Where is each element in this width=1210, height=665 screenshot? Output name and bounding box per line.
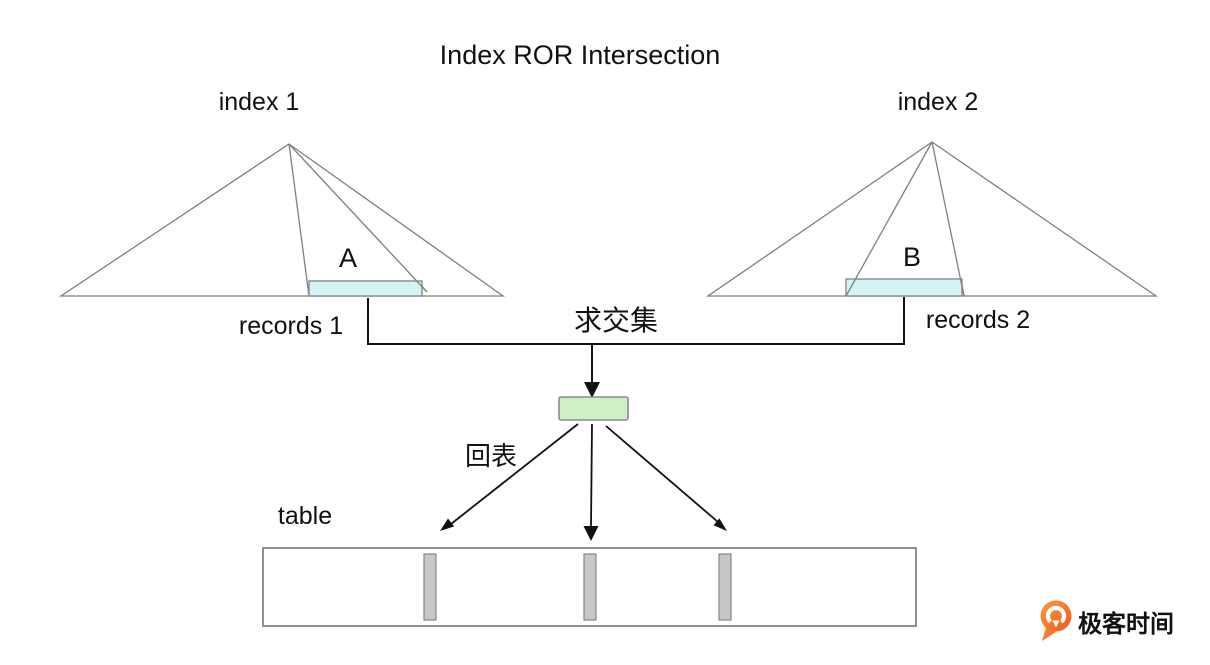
index2-inner-right-line bbox=[931, 141, 965, 297]
lookup-arrow-middle-head bbox=[583, 526, 599, 541]
index1-range-notch bbox=[416, 280, 428, 293]
lookup-arrow-right-line bbox=[605, 425, 719, 523]
table-row-hit-3 bbox=[718, 553, 732, 621]
index1-records-label: records 1 bbox=[239, 312, 343, 340]
index1-triangle bbox=[58, 143, 506, 297]
geektime-logo-g-arrow bbox=[1052, 620, 1060, 628]
index1-tree: index 1 A records 1 bbox=[58, 88, 506, 340]
index2-range-notch-right bbox=[959, 278, 965, 297]
index2-range-notch-left bbox=[845, 278, 857, 297]
geektime-logo-icon-circle bbox=[1040, 600, 1072, 632]
geektime-logo-text: 极客时间 bbox=[1078, 610, 1174, 638]
back-to-table-label: 回表 bbox=[465, 441, 517, 471]
table-section: table bbox=[262, 502, 917, 627]
lookup-arrow-left-head bbox=[440, 518, 455, 531]
index1-label: index 1 bbox=[219, 88, 300, 116]
lookup-arrow-middle-line bbox=[590, 423, 593, 528]
lookup-arrow-right-head bbox=[713, 518, 727, 531]
intersect-label: 求交集 bbox=[574, 305, 658, 336]
merge-down-arrow-head bbox=[584, 382, 600, 398]
intersection-connector: 求交集 bbox=[367, 297, 905, 421]
index1-range-rect bbox=[308, 280, 423, 297]
index2-triangle bbox=[705, 141, 1159, 297]
index2-tree: index 2 B records 2 bbox=[705, 88, 1159, 334]
table-label: table bbox=[278, 502, 332, 530]
geektime-logo: 极客时间 bbox=[1040, 600, 1174, 641]
table-row-hit-2 bbox=[583, 553, 597, 621]
result-rect bbox=[558, 396, 629, 421]
merge-bracket bbox=[367, 297, 905, 345]
back-to-table-arrows: 回表 bbox=[440, 423, 727, 541]
index2-label: index 2 bbox=[898, 88, 979, 116]
geektime-logo-g-ring bbox=[1045, 605, 1067, 627]
index2-records-label: records 2 bbox=[926, 306, 1030, 334]
diagram-title: Index ROR Intersection bbox=[440, 40, 721, 70]
index1-inner-right-line bbox=[288, 143, 428, 293]
index2-range-rect bbox=[845, 278, 963, 297]
index2-range-label: B bbox=[903, 242, 921, 272]
lookup-arrow-left-line bbox=[450, 423, 579, 525]
index1-inner-left-line bbox=[288, 143, 310, 297]
index2-inner-left-line bbox=[845, 141, 933, 297]
table-row-hit-1 bbox=[423, 553, 437, 621]
index1-range-label: A bbox=[339, 243, 357, 273]
